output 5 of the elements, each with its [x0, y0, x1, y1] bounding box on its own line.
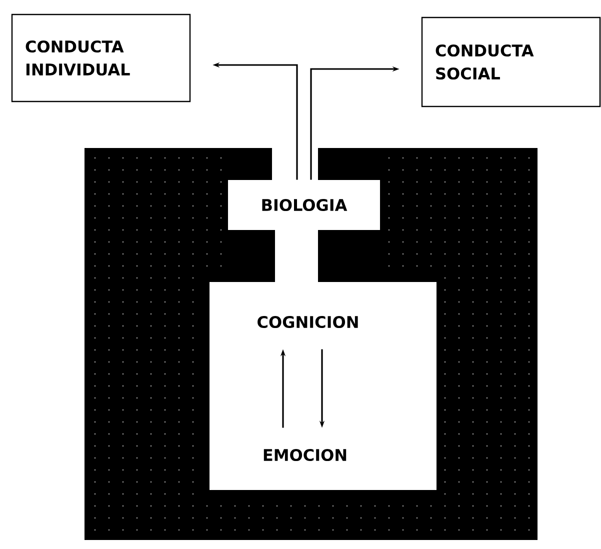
node-text: EMOCION [264, 448, 346, 462]
node-text: COGNICION [258, 316, 358, 328]
label-box [210, 228, 436, 490]
process-box: CONDUCTA INDIVIDUAL [11, 14, 191, 102]
process-box: CONDUCTA SOCIAL [421, 16, 601, 108]
